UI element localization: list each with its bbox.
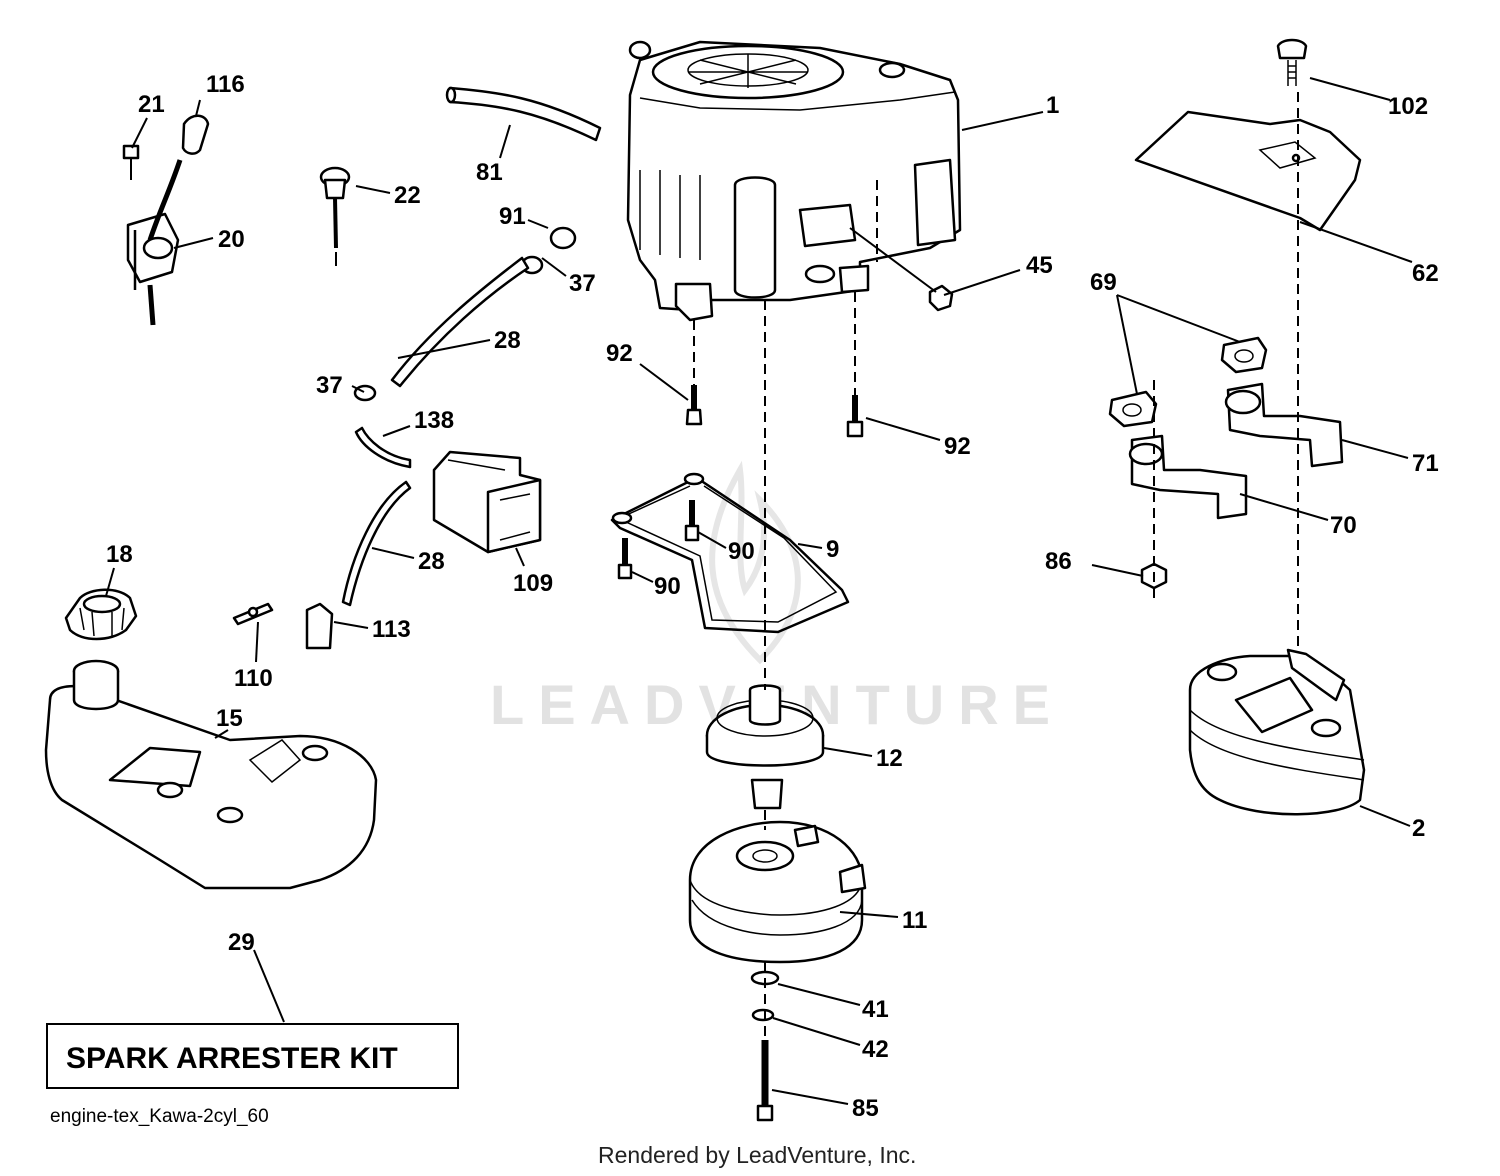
callout-20: 20 <box>218 226 245 253</box>
bolt-92-left-part <box>685 385 703 426</box>
callout-92-right: 92 <box>944 433 971 460</box>
callout-18: 18 <box>106 541 133 568</box>
callout-45: 45 <box>1026 252 1053 279</box>
callout-92-left: 92 <box>606 340 633 367</box>
callout-11: 11 <box>902 907 927 934</box>
callout-90-lower: 90 <box>654 573 681 600</box>
clutch-11-part <box>688 820 867 964</box>
gasket-69-top-part <box>1220 336 1268 374</box>
bracket-9-part <box>610 472 850 634</box>
muffler-part <box>1188 648 1366 816</box>
throttle-control-part <box>122 114 210 326</box>
hose-138-part <box>354 426 412 469</box>
callout-138: 138 <box>414 407 454 434</box>
hose-81-part <box>445 86 602 142</box>
spark-arrester-kit-label: SPARK ARRESTER KIT <box>66 1042 398 1075</box>
callout-42: 42 <box>862 1036 889 1063</box>
callout-71: 71 <box>1412 450 1439 477</box>
spark-arrester-kit-box: SPARK ARRESTER KIT <box>46 1023 459 1089</box>
callout-37-upper: 37 <box>569 270 596 297</box>
pulley-12-part <box>705 684 825 810</box>
callout-12: 12 <box>876 745 903 772</box>
engine-part <box>626 40 962 322</box>
callout-116: 116 <box>206 71 245 98</box>
render-credit: Rendered by LeadVenture, Inc. <box>598 1142 916 1168</box>
exhaust-pipe-71-part <box>1224 382 1344 468</box>
callout-86: 86 <box>1045 548 1072 575</box>
callout-41: 41 <box>862 996 889 1023</box>
callout-15: 15 <box>216 705 243 732</box>
callout-109: 109 <box>513 570 553 597</box>
leader-lines <box>105 77 1413 1105</box>
callout-91: 91 <box>499 203 526 230</box>
callout-labels: 1 2 9 11 12 15 18 20 21 22 28 28 29 37 3… <box>106 71 1439 1122</box>
callout-85: 85 <box>852 1095 879 1122</box>
diagram-file-name: engine-tex_Kawa-2cyl_60 <box>50 1106 269 1127</box>
washer-42-part <box>751 1008 775 1022</box>
callout-29: 29 <box>228 929 255 956</box>
bolt-85-part <box>756 1040 774 1122</box>
fuel-filter-part <box>432 450 542 554</box>
callout-9: 9 <box>826 536 839 563</box>
callout-70: 70 <box>1330 512 1357 539</box>
callout-28-upper: 28 <box>494 327 521 354</box>
screw-102-part <box>1276 38 1308 86</box>
leader-45-a <box>849 227 937 293</box>
fuel-line-upper-part <box>353 226 577 402</box>
callout-37-lower: 37 <box>316 372 343 399</box>
callout-28-lower: 28 <box>418 548 445 575</box>
callout-21: 21 <box>138 91 165 118</box>
callout-22: 22 <box>394 182 421 209</box>
fuel-line-lower-part <box>232 480 412 650</box>
callout-102: 102 <box>1388 93 1428 120</box>
callout-69: 69 <box>1090 269 1117 296</box>
callout-1: 1 <box>1046 92 1059 119</box>
assembly-center-lines <box>693 92 1299 1040</box>
callout-81: 81 <box>476 159 503 186</box>
bolt-90-b-part <box>617 538 633 580</box>
gasket-69-bottom-part <box>1108 390 1158 428</box>
bolt-90-a-part <box>684 500 700 542</box>
fuel-tank-part <box>44 659 378 890</box>
fuel-cap-part <box>64 588 138 641</box>
choke-knob-part <box>319 166 351 266</box>
heat-shield-part <box>1134 110 1362 232</box>
callout-2: 2 <box>1412 815 1425 842</box>
callout-113: 113 <box>372 616 411 643</box>
callout-62: 62 <box>1412 260 1439 287</box>
callout-90-upper: 90 <box>728 538 755 565</box>
bolt-92-right-part <box>846 395 864 438</box>
callout-110: 110 <box>234 665 273 692</box>
exhaust-pipe-70-part <box>1128 434 1248 520</box>
